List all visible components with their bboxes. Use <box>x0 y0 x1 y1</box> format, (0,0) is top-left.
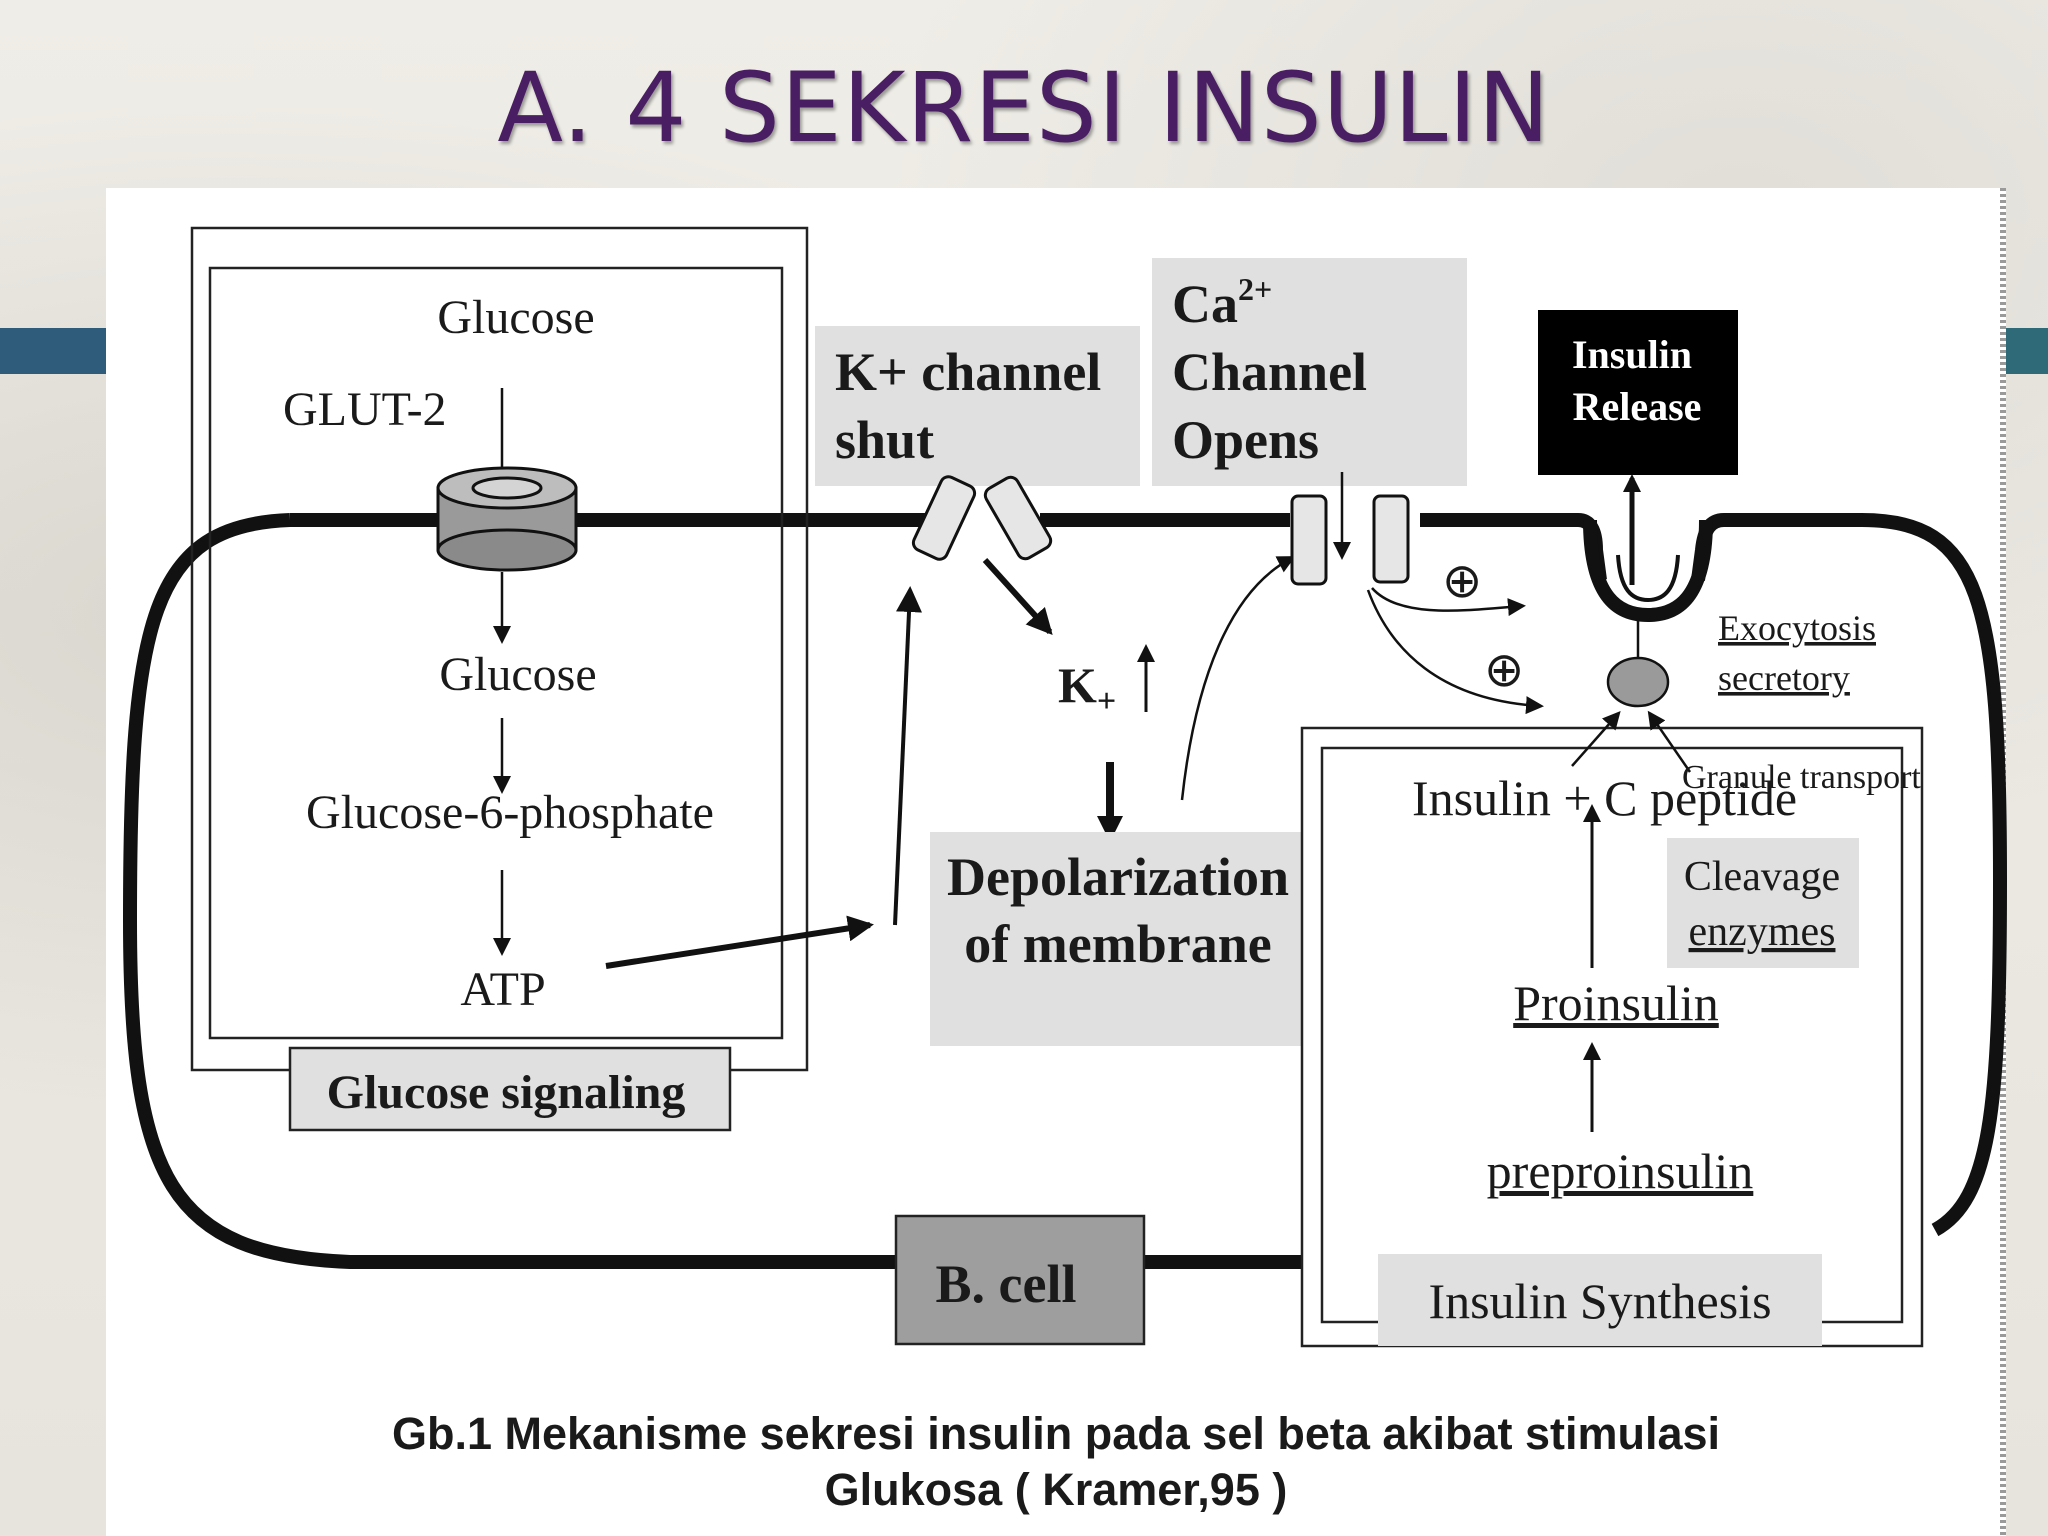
label-glucose-6-phosphate: Glucose-6-phosphate <box>306 786 714 839</box>
label-insulin-c-peptide: Insulin + C peptide <box>1412 770 1797 826</box>
label-glucose-top: Glucose <box>437 291 594 344</box>
label-k-plus: K+ <box>1058 657 1116 720</box>
label-proinsulin: Proinsulin <box>1513 975 1719 1031</box>
slide-accent-band-left <box>0 328 106 374</box>
arrow-granule-transport-2 <box>1647 710 1692 773</box>
cleavage-label-box <box>1667 838 1859 968</box>
label-k-channel-line1: K+ channel <box>835 342 1101 402</box>
ca-channel-icon <box>1290 494 1410 586</box>
arrow-ca-effect-1 <box>1371 587 1526 617</box>
insulin-synthesis-label-box <box>1378 1254 1822 1346</box>
label-glucose-mid: Glucose <box>439 648 596 701</box>
arrow-depolarization-to-ca-channel <box>1180 556 1296 801</box>
k-channel-label-box <box>815 326 1140 486</box>
arrow-up-to-k-channel <box>893 586 923 926</box>
glut2-transporter-icon <box>436 466 578 572</box>
label-insulin-release-line1: Insulin <box>1572 332 1692 377</box>
insulin-release-label-box <box>1538 310 1738 475</box>
ca-channel-label-box <box>1152 258 1467 486</box>
glucose-signaling-inner-box <box>208 266 784 1040</box>
slide-title: A. 4 SEKRESI INSULIN <box>497 52 1551 164</box>
label-exocytosis-line2: secretory <box>1718 658 1850 698</box>
exocytosis-pocket <box>1583 519 1713 623</box>
label-b-cell: B. cell <box>936 1254 1077 1314</box>
label-granule-transport: Granule transport <box>1682 759 1921 796</box>
b-cell-label-box <box>894 1214 1146 1346</box>
label-glut2: GLUT-2 <box>283 383 447 436</box>
plus-sign-2-icon: ⊕ <box>1484 644 1524 697</box>
label-cleavage-line1: Cleavage <box>1684 854 1840 900</box>
label-atp: ATP <box>460 963 545 1016</box>
arrow-ca-effect-2 <box>1366 589 1544 715</box>
plus-sign-1-icon: ⊕ <box>1442 555 1482 608</box>
label-ca-channel-line2: Channel <box>1172 342 1367 402</box>
arrow-atp-to-right <box>605 915 874 969</box>
arrow-granule-transport-1 <box>1571 711 1621 767</box>
insulin-synthesis-outer-box <box>1300 726 1924 1348</box>
glucose-signaling-label-box <box>288 1046 732 1132</box>
caption-line-1: Gb.1 Mekanisme sekresi insulin pada sel … <box>391 1408 1721 1459</box>
label-insulin-release-line2: Release <box>1573 384 1702 429</box>
label-ca-channel-line1: Ca2+ <box>1172 271 1272 334</box>
arrow-k-efflux <box>982 557 1053 635</box>
secretory-granule <box>1606 656 1670 708</box>
depolarization-label-box <box>930 832 1302 1046</box>
label-depolarization-line1: Depolarization <box>947 847 1289 907</box>
label-ca-channel-line3: Opens <box>1172 410 1319 470</box>
slide-accent-band-right <box>2000 328 2048 374</box>
label-k-channel-line2: shut <box>835 410 934 470</box>
label-exocytosis-line1: Exocytosis <box>1718 608 1876 648</box>
label-depolarization-line2: of membrane <box>964 914 1271 974</box>
label-insulin-synthesis: Insulin Synthesis <box>1428 1273 1771 1329</box>
figure-caption: Gb.1 Mekanisme sekresi insulin pada sel … <box>106 1406 2006 1518</box>
label-glucose-signaling: Glucose signaling <box>327 1066 686 1119</box>
label-cleavage-line2: enzymes <box>1689 909 1836 955</box>
label-preproinsulin: preproinsulin <box>1487 1143 1754 1199</box>
k-channel-icon <box>911 475 1053 561</box>
caption-line-2: Glukosa ( Kramer,95 ) <box>824 1464 1288 1515</box>
exocytosis-inner-curve <box>1616 554 1680 603</box>
